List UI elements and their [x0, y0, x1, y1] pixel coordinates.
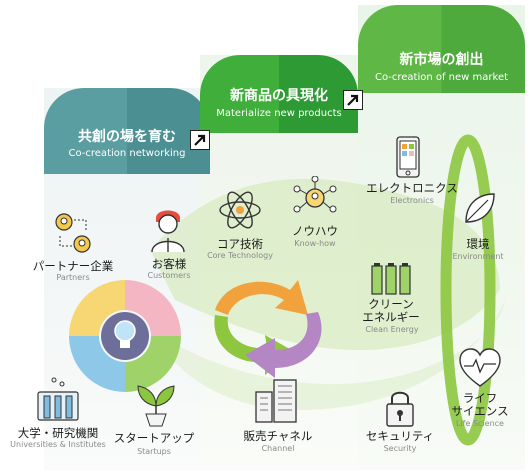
knowhow-sublabel: Know-how: [294, 239, 336, 248]
partners-label: パートナー企業: [32, 259, 114, 273]
core-tech-label: コア技術: [217, 237, 263, 251]
buildings-icon: [255, 379, 297, 423]
universities-label: 大学・研究機関: [17, 426, 99, 440]
life-science-label-1: ライフ: [462, 391, 498, 405]
green-flow-band-lower: [150, 300, 505, 410]
electronics-label: エレクトロニクス: [366, 181, 458, 195]
startups-sublabel: Startups: [137, 447, 171, 456]
customer-icon: [151, 210, 185, 253]
arrow-icon: [343, 90, 363, 110]
knowhow-label: ノウハウ: [292, 224, 338, 238]
clean-energy-label-1: クリーン: [368, 297, 414, 311]
header-networking: 共創の場を育む Co-creation networking: [44, 88, 210, 174]
clean-energy-label-2: エネルギー: [362, 310, 420, 324]
environment-sublabel: Environment: [452, 252, 504, 261]
column-title: 新市場の創出: [399, 52, 484, 68]
market-ring: [440, 134, 496, 446]
environment-label: 環境: [466, 237, 490, 251]
leaf-icon: [465, 193, 495, 223]
startups-label: スタートアップ: [113, 431, 195, 445]
core-tech-sublabel: Core Technology: [207, 251, 273, 260]
header-products: 新商品の具現化 Materialize new products: [200, 55, 358, 133]
customers-sublabel: Customers: [147, 271, 191, 280]
column-title: 新商品の具現化: [230, 88, 328, 104]
networking-donut: [69, 280, 181, 392]
cycle-arrows-icon: [214, 280, 322, 378]
security-sublabel: Security: [383, 444, 417, 453]
partners-icon: [55, 213, 91, 253]
header-market: 新市場の創出 Co-creation of new market: [358, 5, 525, 93]
smartphone-icon: [396, 136, 420, 178]
channel-label: 販売チャネル: [243, 429, 313, 443]
partners-sublabel: Partners: [56, 273, 90, 282]
atom-icon: [219, 191, 261, 229]
life-science-label-2: サイエンス: [451, 404, 509, 418]
column-subtitle: Materialize new products: [216, 108, 342, 119]
channel-sublabel: Channel: [261, 444, 295, 453]
arrow-icon: [190, 130, 210, 150]
customers-label: お客様: [151, 257, 187, 271]
universities-sublabel: Universities & Institutes: [10, 440, 106, 449]
column-subtitle: Co-creation of new market: [374, 72, 509, 83]
lightbulb-icon: [114, 320, 136, 348]
clean-energy-sublabel: Clean Energy: [365, 325, 419, 334]
column-subtitle: Co-creation networking: [68, 148, 186, 159]
battery-icon: [371, 263, 411, 295]
microscope-lab-icon: [37, 377, 79, 421]
heartbeat-icon: [459, 348, 501, 387]
security-label: セキュリティ: [365, 429, 435, 443]
life-science-sublabel: Life Science: [456, 419, 504, 428]
network-icon: [293, 176, 337, 213]
electronics-sublabel: Electronics: [390, 196, 434, 205]
column-title: 共創の場を育む: [78, 129, 176, 145]
plant-icon: [137, 385, 175, 427]
padlock-icon: [386, 391, 414, 427]
